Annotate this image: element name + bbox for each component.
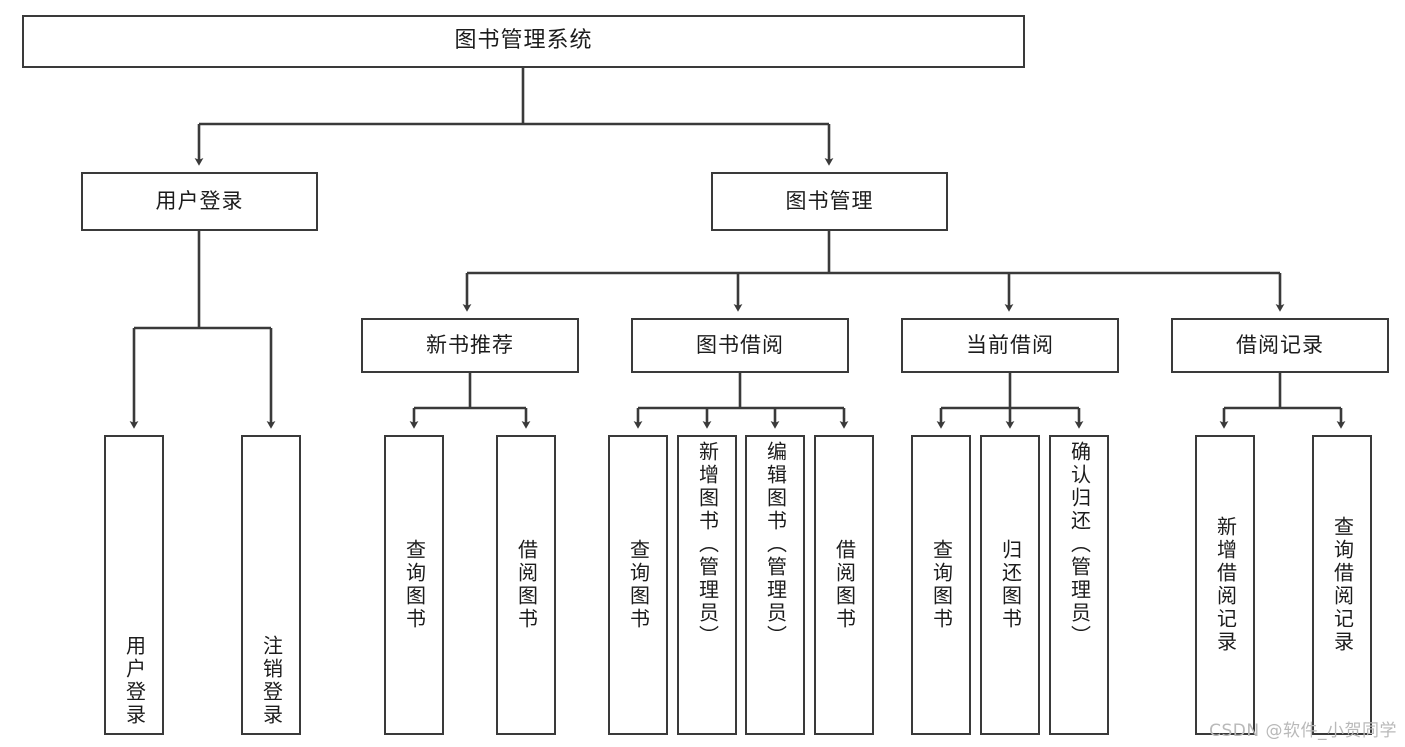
node-book-borrow[interactable]: 图书借阅 — [631, 318, 849, 373]
node-label: 图书借阅 — [696, 332, 784, 357]
leaf-query-borrow-record[interactable]: 查询借阅记录 — [1312, 435, 1372, 735]
leaf-label: 查询图书 — [626, 539, 651, 631]
leaf-query-book-borrow[interactable]: 查询图书 — [608, 435, 668, 735]
node-label: 新书推荐 — [426, 332, 514, 357]
node-label: 当前借阅 — [966, 332, 1054, 357]
leaf-label: 借阅图书 — [832, 539, 857, 631]
leaf-label: 新增借阅记录 — [1213, 516, 1238, 654]
leaf-query-book-recommend[interactable]: 查询图书 — [384, 435, 444, 735]
leaf-confirm-return-admin[interactable]: 确认归还（管理员） — [1049, 435, 1109, 735]
leaf-borrow-book-borrow[interactable]: 借阅图书 — [814, 435, 874, 735]
leaf-label: 新增图书（管理员） — [695, 441, 720, 648]
leaf-label: 查询图书 — [929, 539, 954, 631]
node-label: 图书管理 — [785, 188, 874, 213]
node-root-book-management-system[interactable]: 图书管理系统 — [22, 15, 1025, 68]
node-user-login[interactable]: 用户登录 — [81, 172, 318, 231]
leaf-label: 查询图书 — [402, 539, 427, 631]
node-label: 图书管理系统 — [454, 28, 593, 54]
leaf-add-book-admin[interactable]: 新增图书（管理员） — [677, 435, 737, 735]
leaf-label: 注销登录 — [259, 635, 284, 727]
leaf-return-book[interactable]: 归还图书 — [980, 435, 1040, 735]
watermark-text: CSDN @软件_小贺同学 — [1209, 721, 1397, 741]
leaf-logout[interactable]: 注销登录 — [241, 435, 301, 735]
leaf-user-login[interactable]: 用户登录 — [104, 435, 164, 735]
leaf-label: 确认归还（管理员） — [1067, 441, 1092, 648]
leaf-label: 编辑图书（管理员） — [763, 441, 788, 648]
leaf-borrow-book-recommend[interactable]: 借阅图书 — [496, 435, 556, 735]
leaf-query-book-current[interactable]: 查询图书 — [911, 435, 971, 735]
leaf-label: 查询借阅记录 — [1330, 516, 1355, 654]
node-current-borrow[interactable]: 当前借阅 — [901, 318, 1119, 373]
node-label: 用户登录 — [155, 188, 244, 213]
leaf-edit-book-admin[interactable]: 编辑图书（管理员） — [745, 435, 805, 735]
leaf-add-borrow-record[interactable]: 新增借阅记录 — [1195, 435, 1255, 735]
node-new-book-recommend[interactable]: 新书推荐 — [361, 318, 579, 373]
node-label: 借阅记录 — [1236, 332, 1324, 357]
node-borrow-record[interactable]: 借阅记录 — [1171, 318, 1389, 373]
leaf-label: 用户登录 — [122, 635, 147, 727]
node-book-management[interactable]: 图书管理 — [711, 172, 948, 231]
leaf-label: 借阅图书 — [514, 539, 539, 631]
leaf-label: 归还图书 — [998, 539, 1023, 631]
